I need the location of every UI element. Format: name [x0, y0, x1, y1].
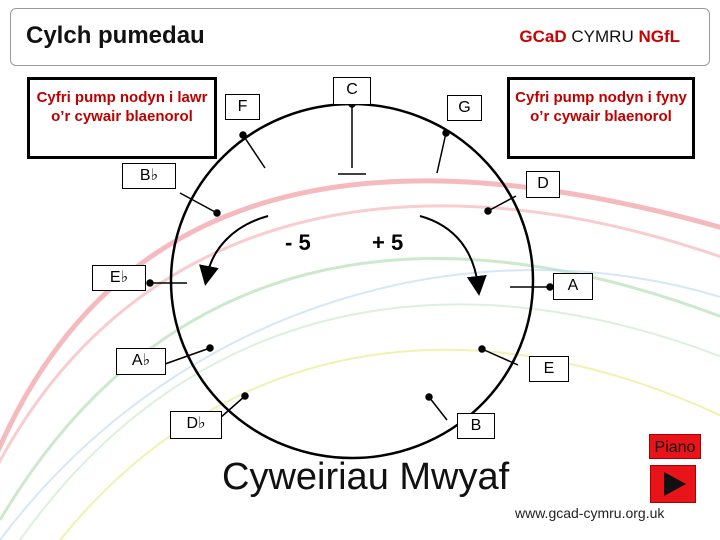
plus-five-label: + 5 [372, 230, 404, 255]
tick-marks [146, 100, 554, 421]
page-title: Cylch pumedau [26, 22, 205, 49]
header-bar [10, 8, 710, 66]
key-d-flat: D♭ [170, 411, 222, 439]
play-icon [664, 472, 686, 496]
key-b-flat: B♭ [122, 163, 176, 189]
footer-title: Cyweiriau Mwyaf [222, 456, 510, 498]
key-f: F [225, 94, 260, 120]
key-c: C [333, 77, 371, 105]
key-g: G [447, 95, 482, 121]
play-button[interactable] [650, 465, 696, 503]
minus-five-label: - 5 [285, 230, 311, 255]
key-e: E [529, 356, 569, 382]
website-url[interactable]: www.gcad-cymru.org.uk [515, 505, 665, 521]
key-d: D [526, 171, 560, 198]
up-fifth-box: Cyfri pump nodyn i fyny o’r cywair blaen… [507, 77, 695, 159]
piano-button[interactable]: Piano [649, 434, 701, 459]
key-a-flat: A♭ [116, 348, 166, 375]
brand-logo[interactable]: GCaD CYMRU NGfL [519, 27, 680, 46]
down-fifth-box: Cyfri pump nodyn i lawr o’r cywair blaen… [27, 77, 217, 159]
key-a: A [553, 273, 593, 300]
minus-arrow [199, 215, 269, 286]
plus-arrow [419, 215, 487, 296]
key-b: B [457, 413, 495, 439]
key-e-flat: E♭ [92, 265, 146, 291]
